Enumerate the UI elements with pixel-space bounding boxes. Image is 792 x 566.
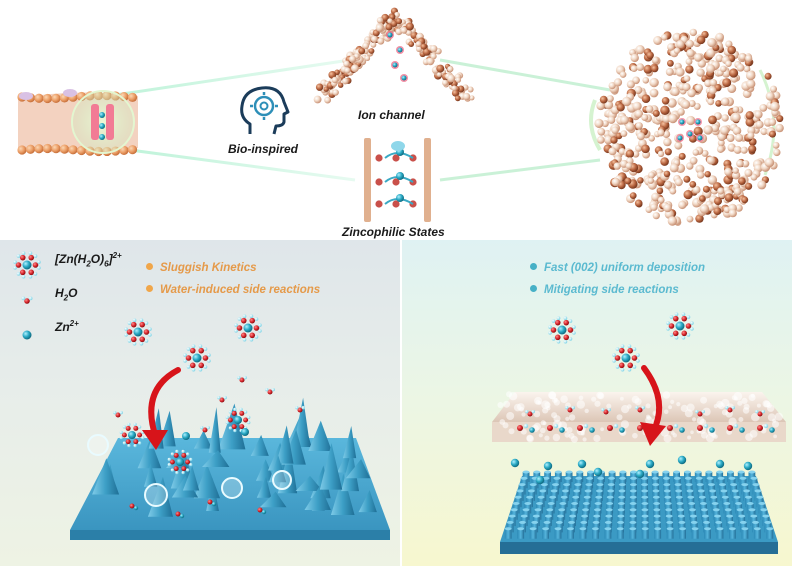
ion-channel-structure: [313, 7, 475, 104]
right-floating-ions: [510, 312, 765, 485]
left-floating-ions: [113, 314, 305, 475]
zincophilic-states-illustration: [364, 138, 431, 222]
protective-layer-slab: [492, 391, 786, 443]
legend-complex-label: [Zn(H2O)6]2+: [55, 251, 122, 269]
left-point-1: Sluggish Kinetics: [146, 262, 257, 274]
legend-zn-label: Zn2+: [55, 319, 79, 334]
cell-membrane: [17, 89, 138, 157]
bullet-dot: [146, 285, 153, 293]
top-illustration: [17, 7, 784, 226]
legend-zn-icon: [22, 330, 32, 340]
mof-structure: [594, 28, 784, 226]
bottom-illustration: [13, 251, 786, 554]
right-point-2: Mitigating side reactions: [530, 284, 679, 296]
left-red-arrow: [142, 367, 181, 450]
zincophilic-states-label: Zincophilic States: [342, 225, 445, 239]
bullet-dot: [530, 263, 537, 271]
uniform-zinc-anode: [500, 470, 778, 554]
left-point-2: Water-induced side reactions: [146, 284, 320, 296]
right-red-arrow: [640, 365, 666, 446]
brain-head-icon: [240, 86, 290, 135]
legend-complex-icon: [13, 251, 41, 279]
legend-water-icon: [21, 296, 33, 304]
bio-inspired-label: Bio-inspired: [228, 142, 299, 156]
bullet-dot: [530, 285, 537, 293]
legend-water-label: H2O: [55, 286, 78, 303]
bullet-dot: [146, 263, 153, 271]
right-point-1: Fast (002) uniform deposition: [530, 262, 705, 274]
panel-divider: [400, 240, 402, 566]
ion-channel-label: Ion channel: [358, 108, 425, 122]
